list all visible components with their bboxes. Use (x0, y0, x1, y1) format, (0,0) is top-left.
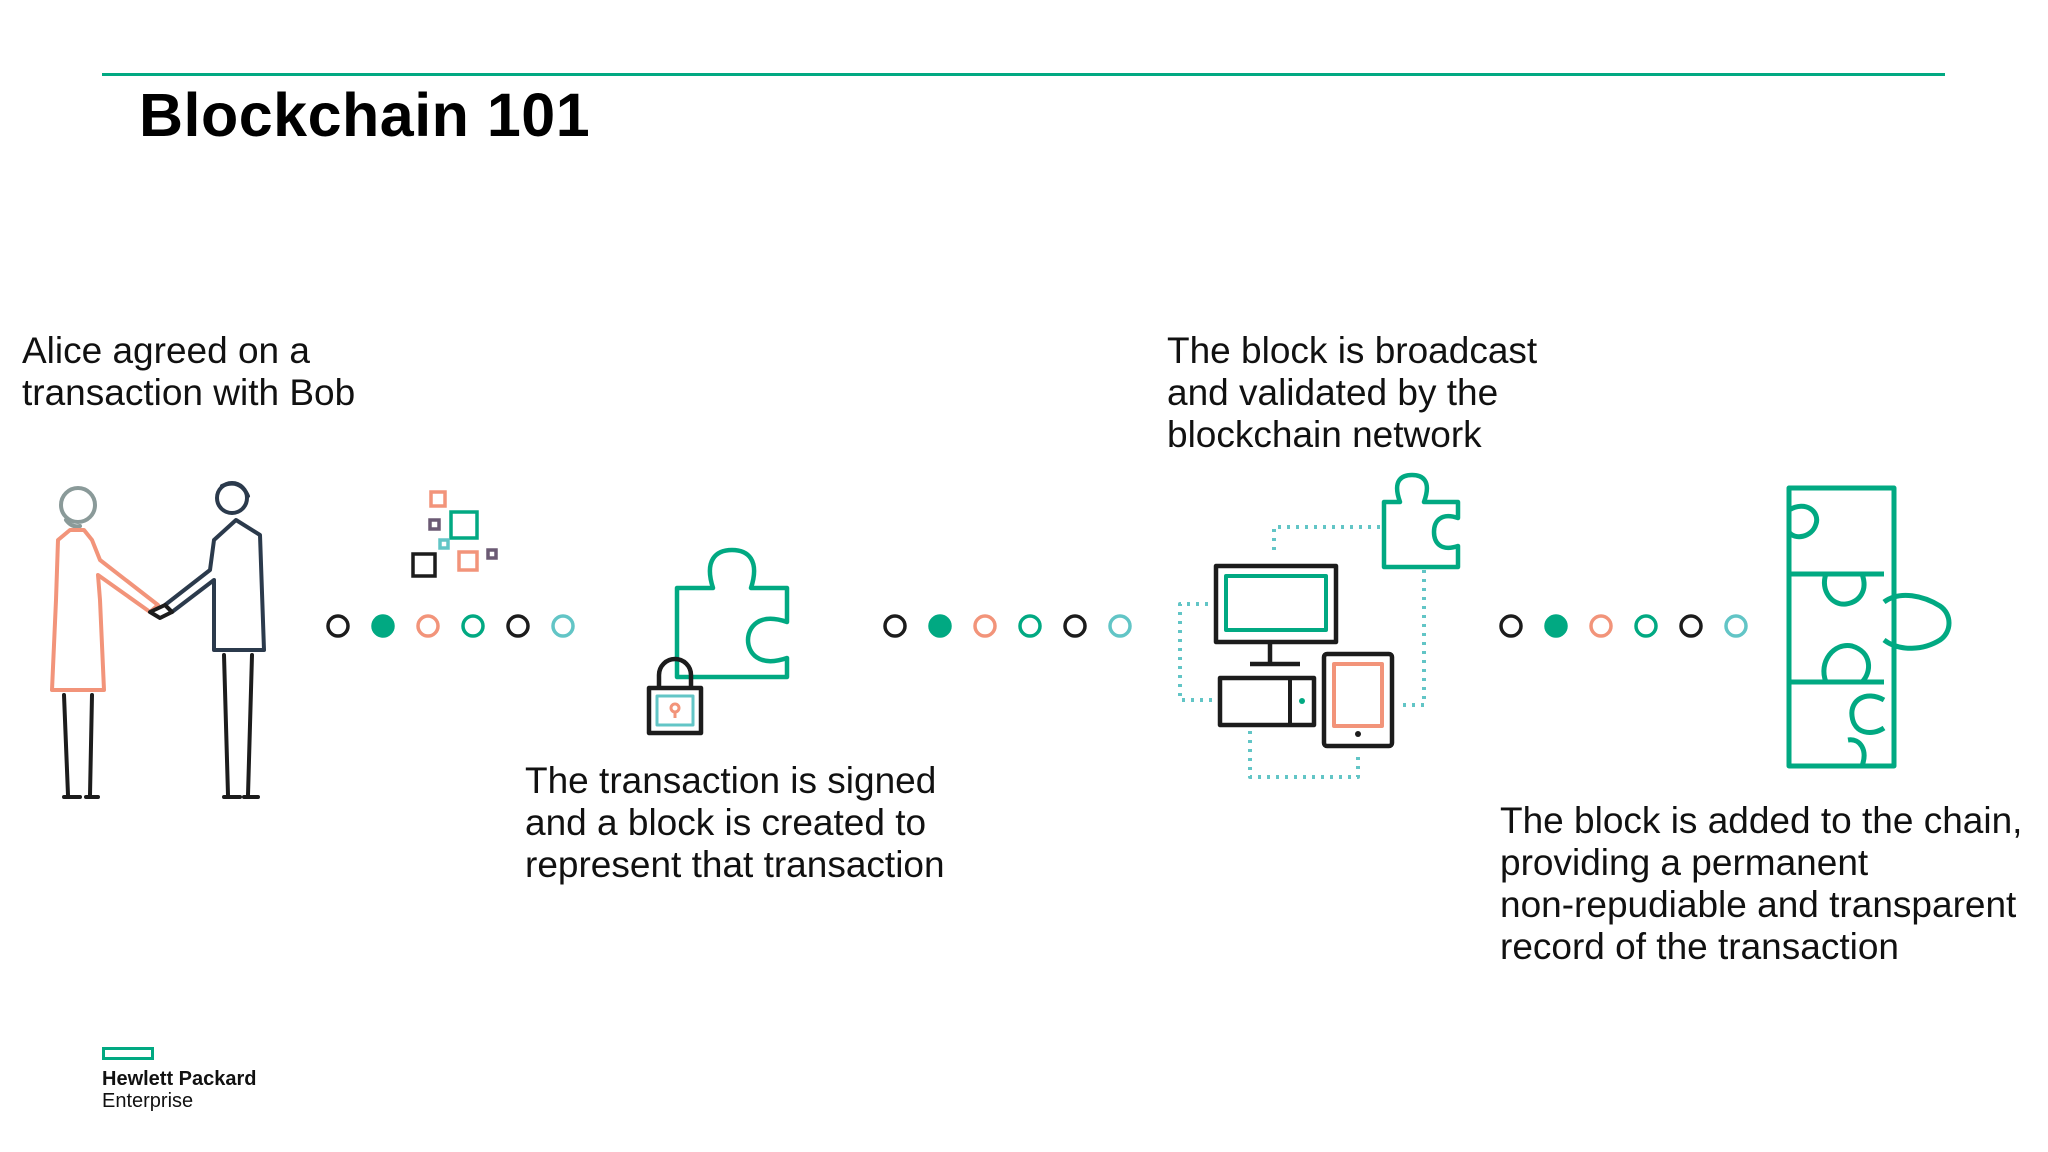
step-4-text: The block is added to the chain, providi… (1500, 800, 2023, 967)
chain-dot (551, 614, 575, 638)
step-3-text: The block is broadcast and validated by … (1167, 330, 1538, 455)
chain-dot (883, 614, 907, 638)
chain-dot (1724, 614, 1748, 638)
logo-line-1: Hewlett Packard (102, 1068, 257, 1090)
dot-chain-3 (1499, 614, 1748, 638)
data-squares-icon (411, 490, 498, 578)
chain-dot (973, 614, 997, 638)
stacked-puzzle-chain-icon (1786, 485, 1952, 769)
chain-dot (1018, 614, 1042, 638)
chain-dot (1108, 614, 1132, 638)
hpe-logo-mark (102, 1047, 154, 1060)
chain-dot (1544, 614, 1568, 638)
step-2-text: The transaction is signed and a block is… (525, 760, 945, 885)
chain-dot (1499, 614, 1523, 638)
logo-line-2: Enterprise (102, 1090, 194, 1112)
chain-dot (1589, 614, 1613, 638)
chain-dot (1634, 614, 1658, 638)
step-1-text: Alice agreed on a transaction with Bob (22, 330, 356, 413)
hpe-logo: Hewlett Packard Enterprise (102, 1047, 257, 1112)
signed-puzzle-piece-icon (646, 547, 790, 736)
chain-dot (928, 614, 952, 638)
handshake-icon (50, 481, 266, 799)
page-title: Blockchain 101 (139, 81, 591, 149)
chain-dot (371, 614, 395, 638)
top-rule (102, 73, 1945, 76)
dot-chain-1 (326, 614, 575, 638)
network-computers-icon (1178, 472, 1461, 779)
chain-dot (326, 614, 350, 638)
chain-dot (416, 614, 440, 638)
chain-dot (1679, 614, 1703, 638)
chain-dot (506, 614, 530, 638)
chain-dot (1063, 614, 1087, 638)
chain-dot (461, 614, 485, 638)
dot-chain-2 (883, 614, 1132, 638)
